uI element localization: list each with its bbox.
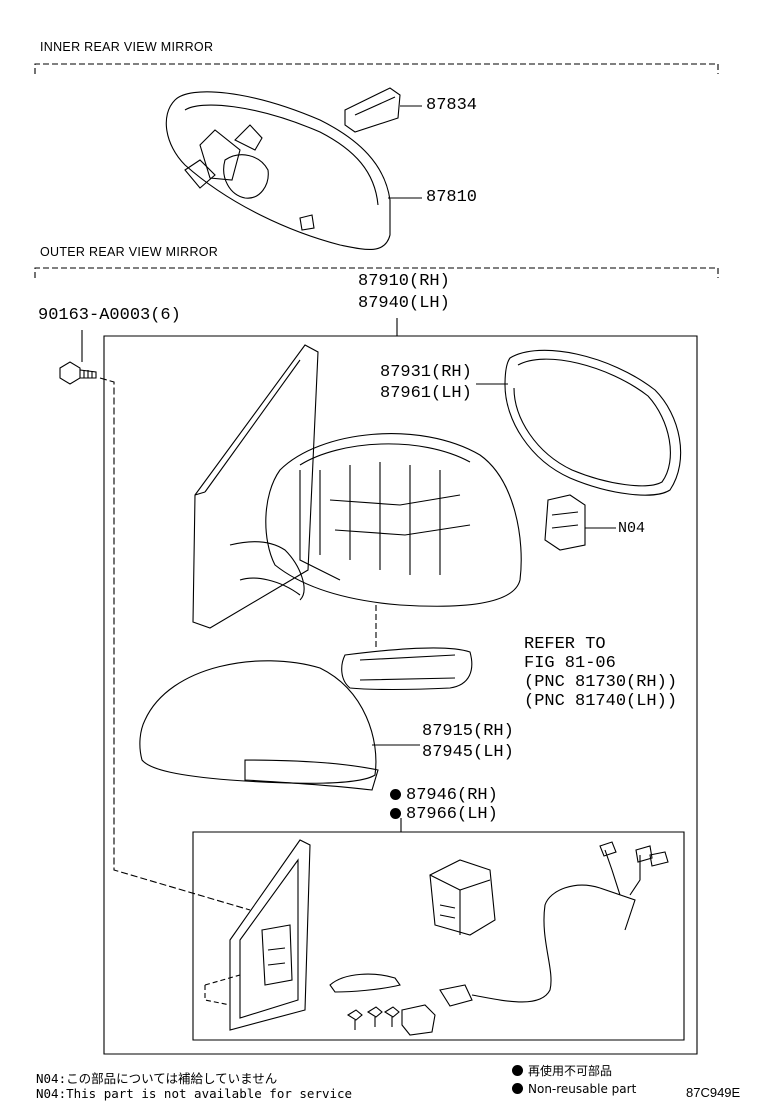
small-screws-drawing <box>346 1006 400 1030</box>
legend-english: Non-reusable part <box>512 1082 636 1096</box>
mirror-base-drawing <box>192 344 319 629</box>
wire-harness-drawing <box>439 841 669 1007</box>
connector-drawing <box>401 1004 436 1036</box>
refer-pnc-rh[interactable]: (PNC 81730(RH)) <box>524 673 678 692</box>
part-label-motor-lh[interactable]: 87966(LH) <box>390 805 498 825</box>
turn-lamp-drawing <box>341 647 473 691</box>
legend-japanese-text: 再使用不可部品 <box>528 1064 613 1078</box>
legend-english-text: Non-reusable part <box>528 1082 637 1096</box>
inner-section-divider <box>34 63 719 74</box>
motor-bracket <box>192 818 685 1041</box>
part-label-glass-rh[interactable]: 87931(RH) <box>380 363 472 382</box>
outer-section-title: OUTER REAR VIEW MIRROR <box>40 245 219 259</box>
part-label-87810[interactable]: 87810 <box>426 188 478 207</box>
mirror-housing-drawing <box>229 433 522 607</box>
screw-drawing <box>59 361 97 385</box>
motor-rh-text: 87946(RH) <box>406 786 498 805</box>
part-label-assembly-rh[interactable]: 87910(RH) <box>358 272 450 291</box>
note-n04-english: N04:This part is not available for servi… <box>36 1086 353 1101</box>
mirror-cover-outer-drawing <box>139 660 379 791</box>
part-label-cover-lh[interactable]: 87945(LH) <box>422 743 514 762</box>
part-label-motor-rh[interactable]: 87946(RH) <box>390 786 498 806</box>
mirror-cover-drawing <box>344 87 401 133</box>
inner-section-title: INNER REAR VIEW MIRROR <box>40 40 214 54</box>
part-label-cover-rh[interactable]: 87915(RH) <box>422 722 514 741</box>
refer-pnc-lh[interactable]: (PNC 81740(LH)) <box>524 692 678 711</box>
non-reusable-dot-icon <box>512 1083 523 1094</box>
inner-mirror-drawing <box>165 91 391 251</box>
figure-code: 87C949E <box>686 1085 741 1100</box>
non-reusable-dot-icon <box>512 1065 523 1076</box>
part-label-n04[interactable]: N04 <box>618 520 646 537</box>
part-label-87834[interactable]: 87834 <box>426 96 478 115</box>
actuator-frame-drawing <box>229 839 311 1031</box>
outer-section-divider <box>34 267 719 278</box>
part-label-screw[interactable]: 90163-A0003(6) <box>38 306 181 325</box>
motor-lh-text: 87966(LH) <box>406 805 498 824</box>
motor-drawing <box>429 859 496 936</box>
legend-japanese: 再使用不可部品 <box>512 1062 612 1079</box>
n04-clip-drawing <box>544 494 586 551</box>
mirror-glass-drawing <box>504 349 682 496</box>
refer-to-label: REFER TO <box>524 635 606 654</box>
non-reusable-dot-icon <box>390 789 401 800</box>
note-n04-japanese: N04:この部品については補給していません <box>36 1071 278 1086</box>
non-reusable-dot-icon <box>390 808 401 819</box>
part-label-assembly-lh[interactable]: 87940(LH) <box>358 294 450 313</box>
part-label-glass-lh[interactable]: 87961(LH) <box>380 384 472 403</box>
assembly-bracket <box>103 335 698 1055</box>
refer-fig-link[interactable]: FIG 81-06 <box>524 654 616 673</box>
small-plate-drawing <box>329 973 401 993</box>
